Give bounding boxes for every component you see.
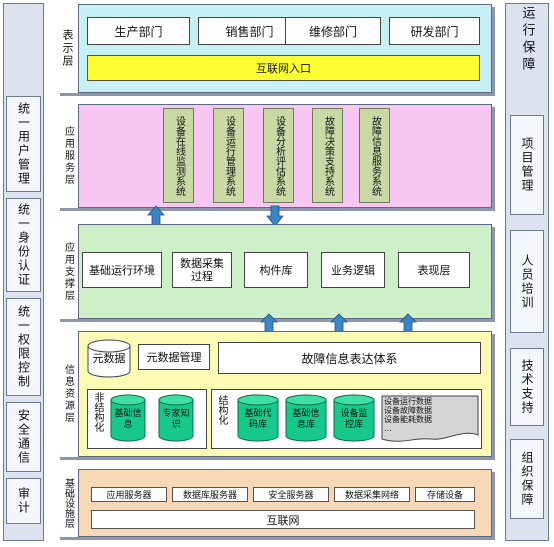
left-item-label: 统一身份认证 [16, 203, 31, 287]
db-basic-info-lib-label: 基础信息库 [292, 409, 320, 430]
internet-portal[interactable]: 互联网入口 [87, 55, 480, 81]
db-basic-code-label: 基础代码库 [244, 409, 272, 430]
right-item-label: 技术支持 [520, 359, 534, 415]
arrows-service-support [147, 205, 284, 228]
unstructured-dbs [110, 394, 194, 442]
right-item-label: 人员培训 [520, 253, 534, 310]
support-presentation[interactable]: 表现层 [398, 252, 470, 288]
support-data-collection[interactable]: 数据采集过程 [172, 252, 232, 288]
db-cylinder-icon[interactable] [333, 394, 375, 442]
right-item-project-mgmt[interactable]: 项目管理 [510, 115, 544, 215]
structured-label: 结构化 [216, 395, 227, 425]
db-cylinder-icon[interactable] [110, 394, 146, 442]
left-item-label: 统一权限控制 [16, 305, 31, 389]
right-item-training[interactable]: 人员培训 [510, 230, 544, 333]
db-cylinder-icon[interactable] [158, 394, 194, 442]
infra-security-server[interactable]: 安全服务器 [253, 487, 329, 502]
info-resource-layer-label: 信息资源层 [57, 331, 79, 457]
presentation-layer-label: 表示层 [57, 4, 79, 93]
system-online-monitoring[interactable]: 设备在线监测系统 [163, 108, 194, 203]
support-runtime-env[interactable]: 基础运行环境 [82, 252, 162, 288]
db-cylinder-icon[interactable] [285, 394, 327, 442]
down-arrow-icon [266, 205, 284, 227]
infra-db-server[interactable]: 数据库服务器 [172, 487, 248, 502]
db-monitor-lib-label: 设备监控库 [340, 409, 368, 430]
meta-data-cylinder[interactable] [86, 339, 132, 379]
db-expert-knowledge-label: 专家知识 [162, 409, 190, 430]
system-fault-info-service[interactable]: 故障信息服务系统 [359, 108, 390, 203]
doc-line-op: 设备运行数据 [384, 397, 432, 406]
doc-line-more: ... [384, 424, 392, 433]
meta-data-mgmt[interactable]: 元数据管理 [138, 344, 210, 370]
infra-storage[interactable]: 存储设备 [415, 487, 475, 502]
system-operation-mgmt[interactable]: 设备运行管理系统 [213, 108, 244, 203]
fault-expression-system[interactable]: 故障信息表达体系 [218, 342, 481, 374]
left-item-unified-permission[interactable]: 统一权限控制 [6, 298, 41, 396]
support-business-logic[interactable]: 业务逻辑 [321, 252, 385, 288]
infra-layer-label: 基础设施层 [57, 469, 79, 537]
meta-data-label: 元数据 [92, 352, 126, 365]
infra-app-server[interactable]: 应用服务器 [91, 487, 167, 502]
support-component-lib[interactable]: 构件库 [244, 252, 308, 288]
device-data-document[interactable] [381, 395, 479, 447]
left-item-secure-comm[interactable]: 安全通信 [6, 402, 41, 472]
right-item-tech-support[interactable]: 技术支持 [510, 348, 544, 426]
dept-production[interactable]: 生产部门 [87, 17, 190, 45]
app-service-layer-label: 应用服务层 [57, 104, 79, 208]
right-column-title: 运行保障 [519, 6, 535, 74]
system-fault-decision[interactable]: 故障决策支持系统 [312, 108, 343, 203]
doc-line-fault: 设备故障数据 [384, 406, 432, 415]
db-basic-info-label: 基础信息 [114, 409, 142, 430]
infra-collection-network[interactable]: 数据采集网络 [334, 487, 410, 502]
unstructured-label: 非结构化 [92, 392, 103, 432]
dept-rnd[interactable]: 研发部门 [389, 17, 480, 45]
document-lines: 设备运行数据 设备故障数据 设备能耗数据 ... [384, 397, 476, 433]
dept-maintenance-box[interactable]: 维修部门 [285, 17, 381, 45]
left-item-unified-auth[interactable]: 统一身份认证 [6, 198, 41, 292]
right-item-label: 组织保障 [520, 451, 534, 507]
structured-dbs [237, 394, 375, 442]
left-item-unified-user-mgmt[interactable]: 统一用户管理 [6, 96, 41, 192]
left-item-label: 审计 [16, 487, 31, 515]
infra-internet-bar[interactable]: 互联网 [91, 510, 475, 529]
left-item-audit[interactable]: 审计 [6, 478, 41, 524]
right-item-label: 项目管理 [520, 137, 534, 193]
system-analysis-eval[interactable]: 设备分析评估系统 [263, 108, 294, 203]
left-item-label: 安全通信 [16, 409, 31, 465]
right-item-org-support[interactable]: 组织保障 [510, 439, 544, 519]
doc-line-energy: 设备能耗数据 [384, 415, 432, 424]
left-item-label: 统一用户管理 [16, 102, 31, 186]
app-support-layer-label: 应用支撑层 [57, 224, 79, 319]
db-cylinder-icon[interactable] [237, 394, 279, 442]
